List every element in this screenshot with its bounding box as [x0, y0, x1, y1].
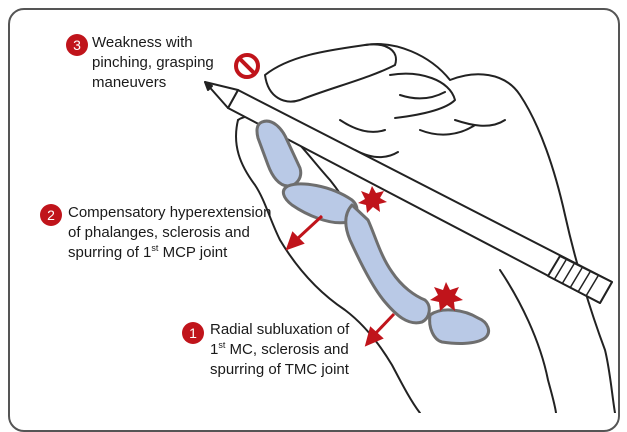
- pencil-eraser: [548, 256, 612, 303]
- callout-label-1: Radial subluxation of 1st MC, sclerosis …: [210, 320, 349, 380]
- thumb-bones: [257, 121, 488, 343]
- callout-2-line-3: spurring of 1st MCP joint: [68, 243, 271, 263]
- trapezium: [430, 310, 489, 344]
- index-finger-outline: [265, 44, 396, 101]
- callout-badge-2: 2: [40, 204, 62, 226]
- callout-label-3: Weakness with pinching, grasping maneuve…: [92, 33, 214, 93]
- callout-3-line-3: maneuvers: [92, 73, 214, 93]
- callout-3-line-2: pinching, grasping: [92, 53, 214, 73]
- knuckle-lines: [400, 92, 505, 135]
- callout-1-line-3: spurring of TMC joint: [210, 360, 349, 380]
- callout-badge-1: 1: [182, 322, 204, 344]
- callout-1-line-2: 1st MC, sclerosis and: [210, 340, 349, 360]
- callout-badge-3: 3: [66, 34, 88, 56]
- starburst-tmc: [430, 282, 463, 311]
- wrist-outline: [500, 270, 556, 413]
- first-metacarpal: [346, 205, 430, 323]
- callout-label-2: Compensatory hyperextension of phalanges…: [68, 203, 271, 263]
- callout-2-line-1: Compensatory hyperextension: [68, 203, 271, 223]
- callout-2-line-2: of phalanges, sclerosis and: [68, 223, 271, 243]
- callout-1-line-1: Radial subluxation of: [210, 320, 349, 340]
- no-symbol-icon: [236, 55, 258, 77]
- callout-3-line-1: Weakness with: [92, 33, 214, 53]
